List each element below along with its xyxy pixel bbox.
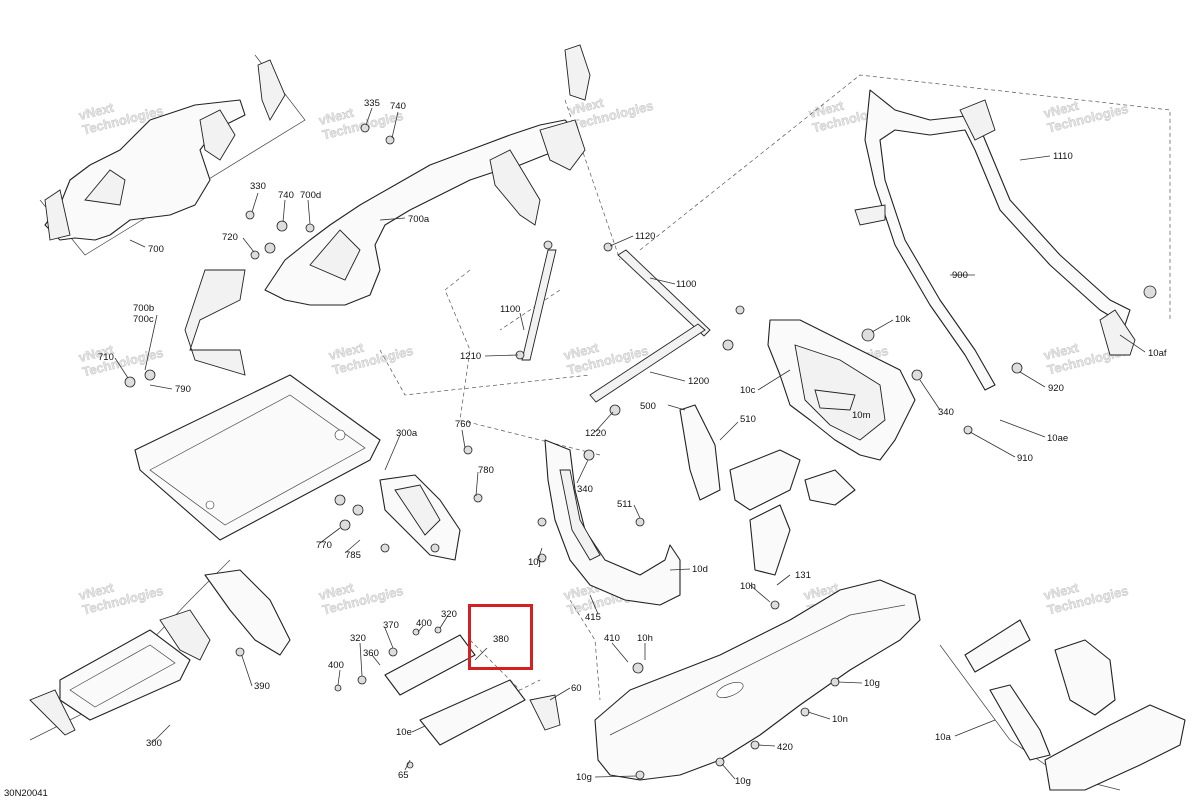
callout-910: 910 <box>1017 453 1033 464</box>
callout-415: 415 <box>585 612 601 623</box>
callout-900: 900 <box>952 270 968 281</box>
callout-340: 340 <box>577 484 593 495</box>
callout-710: 710 <box>98 352 114 363</box>
callout-10g: 10g <box>864 678 880 689</box>
callout-labels: 335 740 330 740 700d 720 700 700a 700b 7… <box>98 98 1167 787</box>
highlight-box-380: 380 <box>468 604 533 670</box>
callout-1210: 1210 <box>460 351 481 362</box>
callout-10a: 10a <box>935 732 952 743</box>
callout-340: 340 <box>938 407 954 418</box>
callout-10n: 10n <box>832 714 848 725</box>
callout-700: 700 <box>148 244 164 255</box>
callout-770: 770 <box>316 540 332 551</box>
callout-410: 410 <box>604 633 620 644</box>
callout-510: 510 <box>740 414 756 425</box>
callout-320: 320 <box>441 609 457 620</box>
callout-10h: 10h <box>740 581 756 592</box>
part-10g-floor-pan <box>594 579 921 781</box>
callout-335: 335 <box>364 98 380 109</box>
callout-10c: 10c <box>740 385 756 396</box>
callout-700d: 700d <box>300 190 321 201</box>
callout-1110: 1110 <box>1053 151 1073 162</box>
callout-390: 390 <box>254 681 270 692</box>
callout-10h: 10h <box>637 633 653 644</box>
callout-131: 131 <box>795 570 811 581</box>
callout-700c: 700c <box>133 314 154 325</box>
diagram-code: 30N20041 <box>4 788 48 799</box>
callout-380: 380 <box>493 634 509 645</box>
callout-700b: 700b <box>133 303 154 314</box>
part-300-skid <box>29 569 291 736</box>
callout-720: 720 <box>222 232 238 243</box>
part-700a-frame <box>184 44 591 376</box>
callout-780: 780 <box>478 465 494 476</box>
callout-65: 65 <box>398 770 409 781</box>
callout-700a: 700a <box>408 214 430 225</box>
callout-1100: 1100 <box>676 279 696 290</box>
callout-500: 500 <box>640 401 656 412</box>
part-300a-bracket <box>379 474 461 561</box>
callout-10ae: 10ae <box>1047 433 1068 444</box>
callout-320: 320 <box>350 633 366 644</box>
callout-400: 400 <box>416 618 432 629</box>
part-10d-front-frame <box>544 439 681 606</box>
callout-790: 790 <box>175 384 191 395</box>
callout-10e: 10e <box>396 727 412 738</box>
part-300a-skid-plate <box>134 374 381 541</box>
callout-785: 785 <box>345 550 361 561</box>
part-900-roll-bar <box>854 89 1136 391</box>
callout-370: 370 <box>383 620 399 631</box>
callout-10g: 10g <box>576 772 592 783</box>
leader-lines <box>114 107 1146 780</box>
callout-330: 330 <box>250 181 266 192</box>
callout-400: 400 <box>328 660 344 671</box>
callout-1220: 1220 <box>585 428 606 439</box>
callout-920: 920 <box>1048 383 1064 394</box>
callout-760: 760 <box>455 419 471 430</box>
part-500-bracket <box>679 404 856 576</box>
part-10a-floor <box>964 619 1186 791</box>
callout-1100: 1100 <box>500 304 520 315</box>
callout-740: 740 <box>390 101 406 112</box>
callout-10j: 10j <box>528 557 541 568</box>
cross-tubes <box>521 249 711 403</box>
callout-1200: 1200 <box>688 376 709 387</box>
callout-360: 360 <box>363 648 379 659</box>
callout-10d: 10d <box>692 564 708 575</box>
callout-300a: 300a <box>396 428 418 439</box>
callout-60: 60 <box>571 683 582 694</box>
callout-10k: 10k <box>895 314 911 325</box>
callout-1120: 1120 <box>635 231 655 242</box>
callout-300: 300 <box>146 738 162 749</box>
callout-740: 740 <box>278 190 294 201</box>
callout-511: 511 <box>617 499 632 510</box>
part-700-frame <box>44 59 286 241</box>
part-10c-rear-frame <box>767 319 916 461</box>
callout-420: 420 <box>777 742 793 753</box>
fasteners <box>124 123 1157 780</box>
callout-10g: 10g <box>735 776 751 787</box>
callout-10af: 10af <box>1148 348 1167 359</box>
part-380-step <box>384 634 561 746</box>
callout-10m: 10m <box>852 410 871 421</box>
